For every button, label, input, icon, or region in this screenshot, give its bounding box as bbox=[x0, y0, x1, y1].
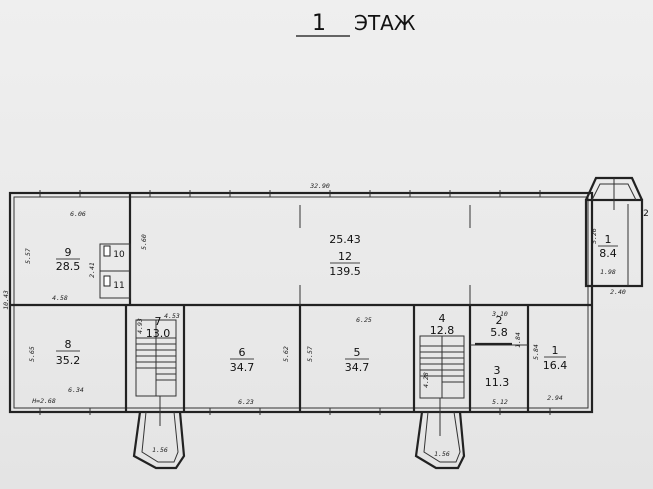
stair-right bbox=[419, 335, 465, 399]
annex-room-1-number: 1 bbox=[605, 233, 612, 246]
dim-241: 2.41 bbox=[88, 262, 96, 278]
room-2-number: 2 bbox=[496, 314, 503, 327]
room-3-area: 11.3 bbox=[485, 376, 510, 389]
dim-562: 5.62 bbox=[282, 346, 290, 362]
room-12-number: 12 bbox=[338, 250, 352, 263]
room-2-area: 5.8 bbox=[490, 326, 508, 339]
dim-560: 5.60 bbox=[140, 234, 148, 250]
dim-565: 5.65 bbox=[28, 346, 36, 362]
dim-606: 6.06 bbox=[70, 210, 86, 218]
dim-310: 3.10 bbox=[491, 310, 508, 318]
dim-625: 6.25 bbox=[356, 316, 372, 324]
room-9-number: 9 bbox=[65, 246, 72, 259]
dim-428: 4.28 bbox=[422, 372, 430, 388]
room-7-number: 7 bbox=[155, 315, 162, 328]
dim-526: 5.26 bbox=[590, 228, 598, 244]
dim-584: 5.84 bbox=[532, 344, 540, 360]
dim-453: 4.53 bbox=[164, 312, 180, 320]
dim-458: 4.58 bbox=[52, 294, 68, 302]
dim-623: 6.23 bbox=[238, 398, 254, 406]
room-8-area: 35.2 bbox=[56, 354, 81, 367]
room-8-number: 8 bbox=[65, 338, 72, 351]
room-9-area: 28.5 bbox=[56, 260, 81, 273]
annex-room-2-number: 2 bbox=[643, 209, 649, 219]
floor-number: 1 bbox=[312, 11, 326, 36]
room-12-area: 139.5 bbox=[329, 265, 361, 278]
room-3-number: 3 bbox=[494, 364, 501, 377]
room-6-number: 6 bbox=[239, 346, 246, 359]
toilet-fixture-10 bbox=[103, 245, 111, 257]
room-5-number: 5 bbox=[354, 346, 361, 359]
window-marks-top bbox=[39, 190, 541, 197]
room-1-area: 16.4 bbox=[543, 359, 568, 372]
dim-268: H=2.68 bbox=[31, 397, 56, 405]
room-10-number: 10 bbox=[113, 250, 125, 260]
room-6-area: 34.7 bbox=[230, 361, 255, 374]
room-1-number: 1 bbox=[552, 344, 559, 357]
dim-557b: 5.57 bbox=[306, 346, 314, 362]
floor-title: ЭТАЖ bbox=[354, 11, 416, 35]
dim-136: 1.56 bbox=[152, 446, 168, 454]
dim-total-width: 32.90 bbox=[309, 182, 330, 190]
room-7-area: 13.0 bbox=[146, 327, 171, 340]
dim-512: 5.12 bbox=[492, 398, 508, 406]
dim-557: 5.57 bbox=[24, 248, 32, 264]
room-4-area: 12.8 bbox=[430, 324, 455, 337]
dim-198: 1.98 bbox=[600, 268, 616, 276]
window-marks-bottom bbox=[39, 408, 551, 415]
entrance-porch-left bbox=[132, 396, 186, 470]
dim-156: 1.56 bbox=[434, 450, 450, 458]
room-5-area: 34.7 bbox=[345, 361, 370, 374]
dim-634: 6.34 bbox=[68, 386, 84, 394]
room-12-extra: 25.43 bbox=[329, 233, 361, 246]
room-4-number: 4 bbox=[439, 312, 446, 325]
entrance-porch-right bbox=[414, 398, 466, 470]
dim-1043: 10.43 bbox=[2, 290, 10, 310]
room-11-number: 11 bbox=[113, 281, 124, 291]
dim-294: 2.94 bbox=[547, 394, 563, 402]
annex-room-1-area: 8.4 bbox=[599, 247, 617, 260]
stair-left bbox=[135, 319, 177, 397]
dim-240: 2.40 bbox=[610, 288, 626, 296]
toilet-fixture-11 bbox=[103, 275, 111, 287]
dim-184: 1.84 bbox=[514, 332, 522, 348]
dim-493: 4.93 bbox=[136, 318, 144, 334]
